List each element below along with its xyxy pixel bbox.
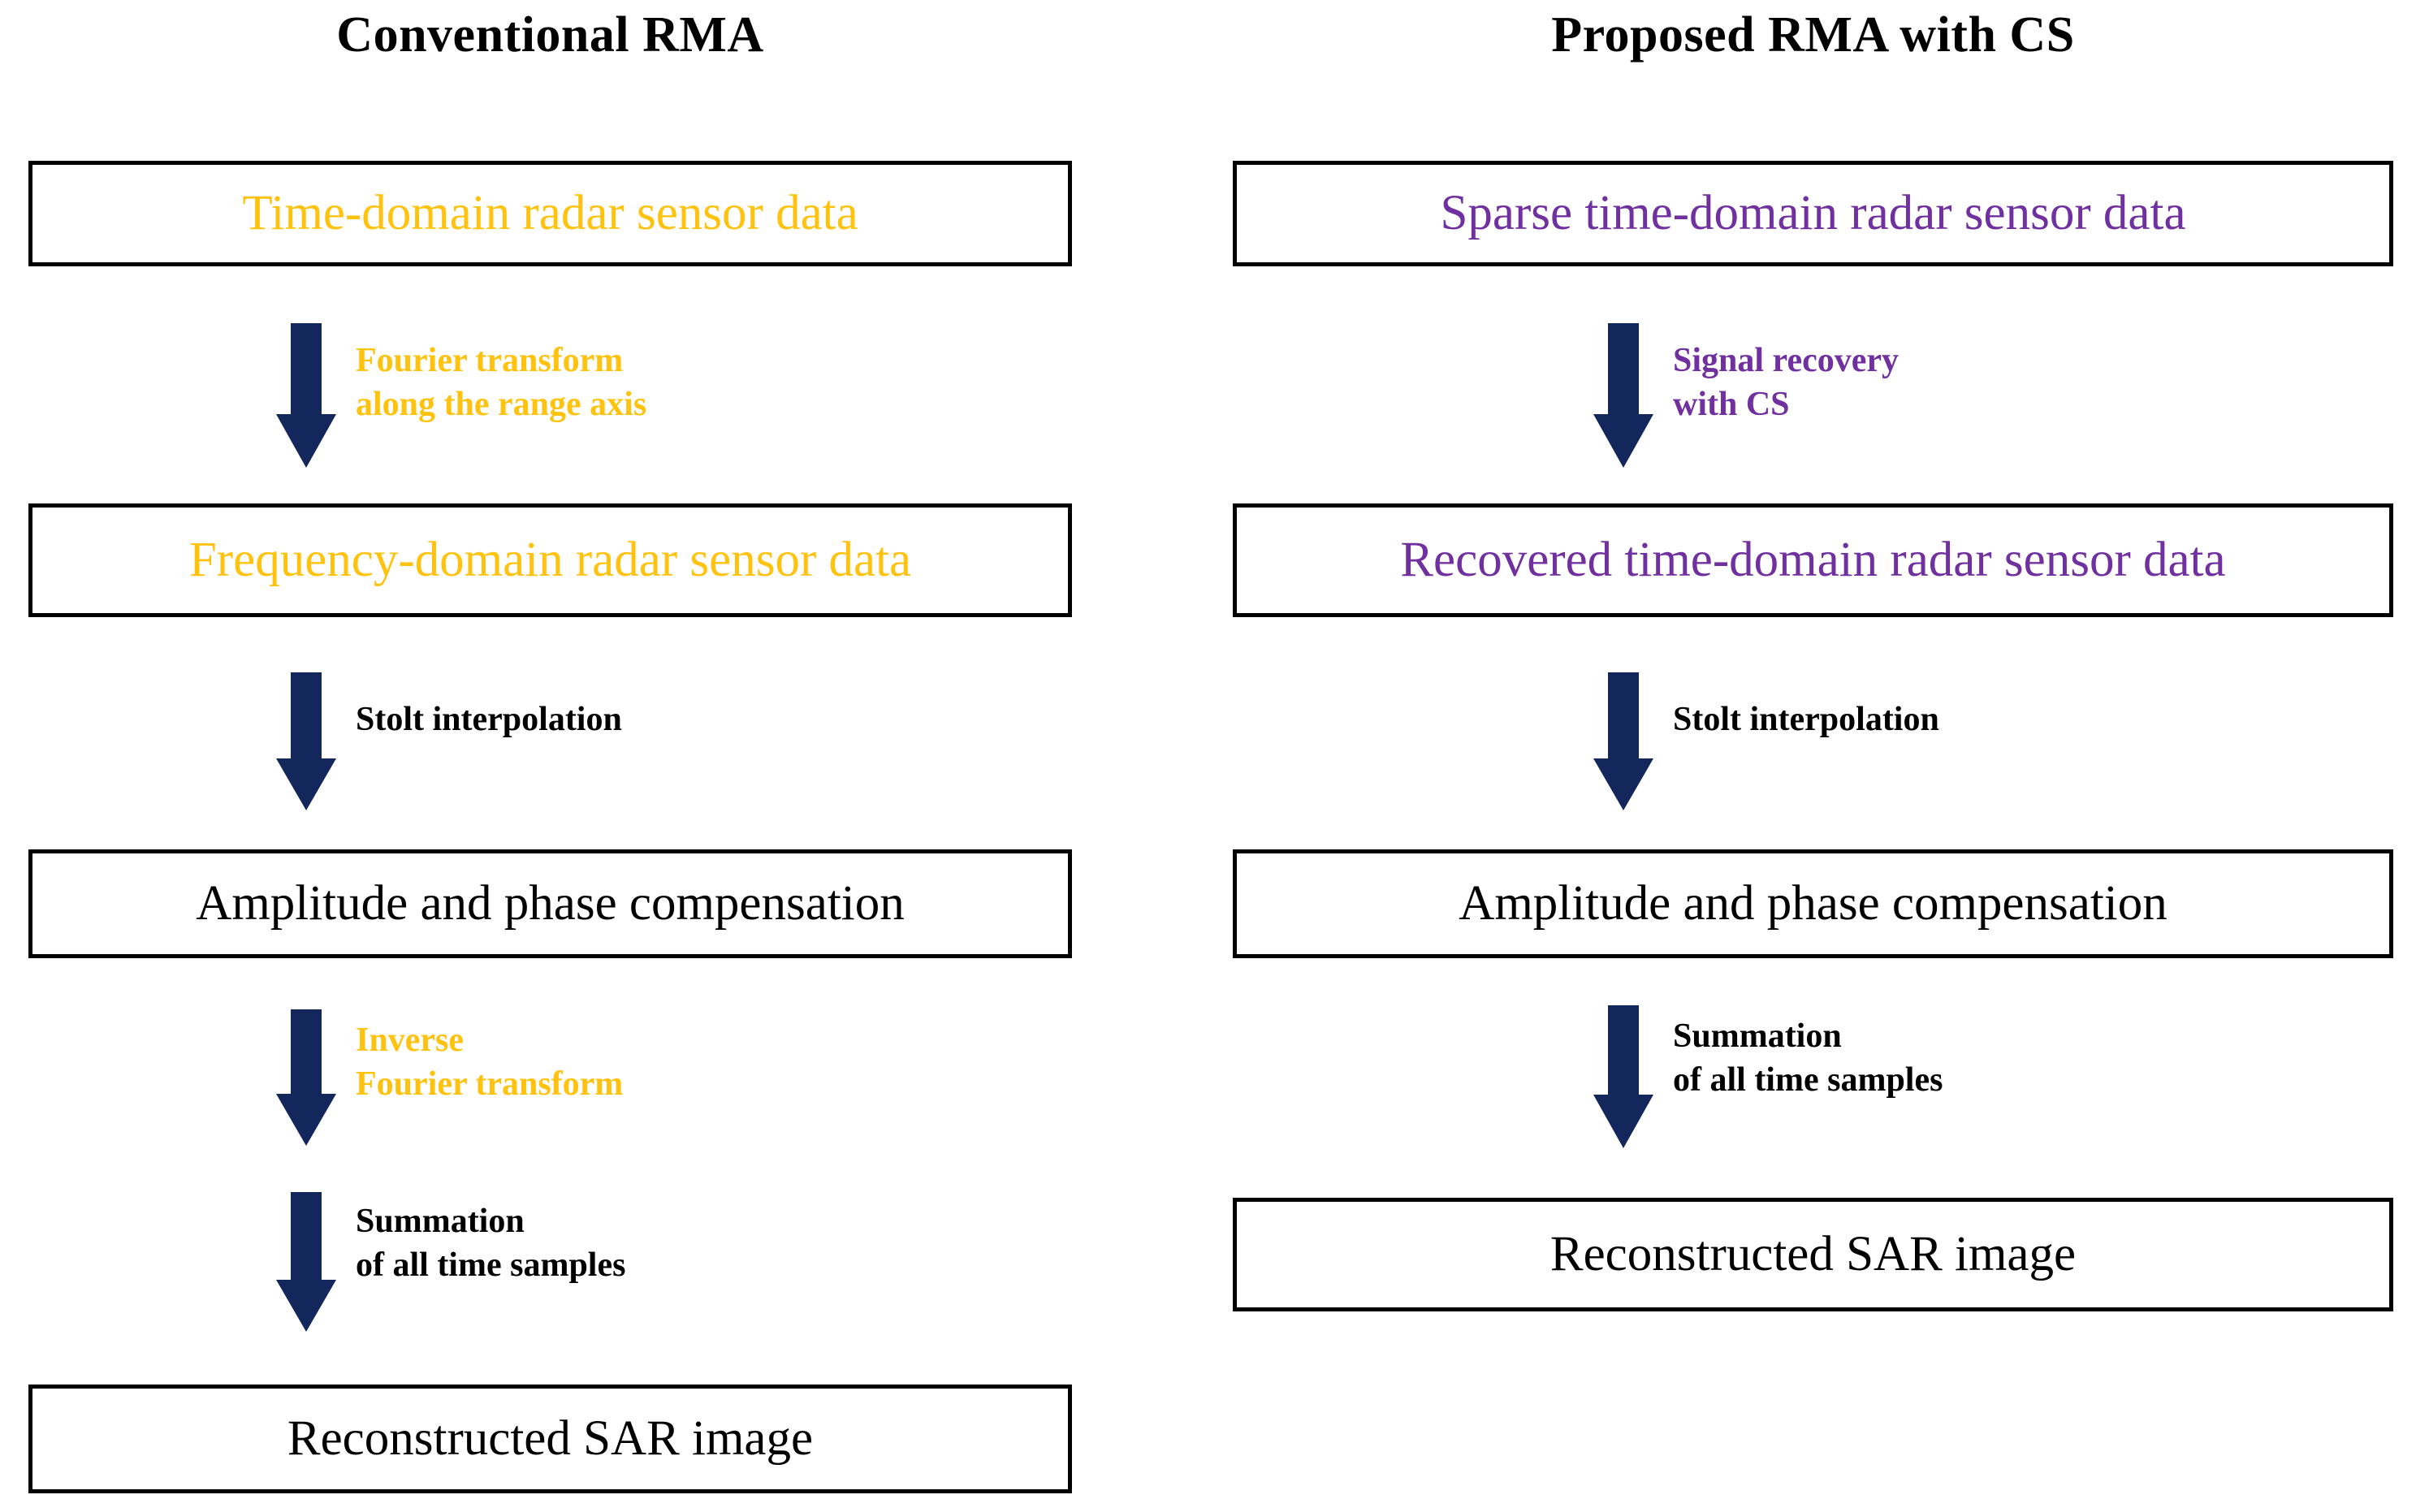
- box-label: Reconstructed SAR image: [287, 1410, 814, 1466]
- box-conventional-step-1[interactable]: Time-domain radar sensor data: [28, 161, 1072, 266]
- arrow-down-icon-proposed-2: [1593, 672, 1653, 810]
- arrow-down-icon-proposed-3: [1593, 1005, 1653, 1148]
- arrow-caption-conventional-3: Inverse Fourier transform: [356, 1022, 624, 1103]
- column-title-conventional: Conventional RMA: [336, 7, 764, 63]
- box-label: Amplitude and phase compensation: [196, 875, 905, 931]
- box-label: Reconstructed SAR image: [1549, 1226, 2077, 1281]
- arrow-caption-conventional-4: Summation of all time samples: [356, 1203, 626, 1284]
- arrow-caption-proposed-2: Stolt interpolation: [1673, 701, 1939, 738]
- arrow-down-icon-conventional-1: [276, 323, 336, 468]
- box-proposed-step-3[interactable]: Amplitude and phase compensation: [1233, 849, 2393, 958]
- box-label: Time-domain radar sensor data: [242, 185, 858, 240]
- box-proposed-step-1[interactable]: Sparse time-domain radar sensor data: [1233, 161, 2393, 266]
- box-label: Sparse time-domain radar sensor data: [1440, 185, 2186, 240]
- box-conventional-step-2[interactable]: Frequency-domain radar sensor data: [28, 503, 1072, 617]
- box-label: Amplitude and phase compensation: [1459, 875, 2168, 931]
- box-proposed-step-4[interactable]: Reconstructed SAR image: [1233, 1198, 2393, 1311]
- arrow-down-icon-conventional-3: [276, 1009, 336, 1146]
- box-conventional-step-3[interactable]: Amplitude and phase compensation: [28, 849, 1072, 958]
- box-conventional-step-4[interactable]: Reconstructed SAR image: [28, 1385, 1072, 1493]
- box-proposed-step-2[interactable]: Recovered time-domain radar sensor data: [1233, 503, 2393, 617]
- arrow-down-icon-conventional-2: [276, 672, 336, 810]
- arrow-caption-conventional-1: Fourier transform along the range axis: [356, 342, 647, 423]
- arrow-caption-proposed-3: Summation of all time samples: [1673, 1017, 1943, 1099]
- box-label: Recovered time-domain radar sensor data: [1400, 532, 2226, 587]
- arrow-caption-conventional-2: Stolt interpolation: [356, 701, 622, 738]
- arrow-down-icon-conventional-4: [276, 1192, 336, 1332]
- box-label: Frequency-domain radar sensor data: [188, 532, 912, 587]
- arrow-caption-proposed-1: Signal recovery with CS: [1673, 342, 1900, 423]
- arrow-down-icon-proposed-1: [1593, 323, 1653, 468]
- column-title-proposed: Proposed RMA with CS: [1551, 7, 2075, 63]
